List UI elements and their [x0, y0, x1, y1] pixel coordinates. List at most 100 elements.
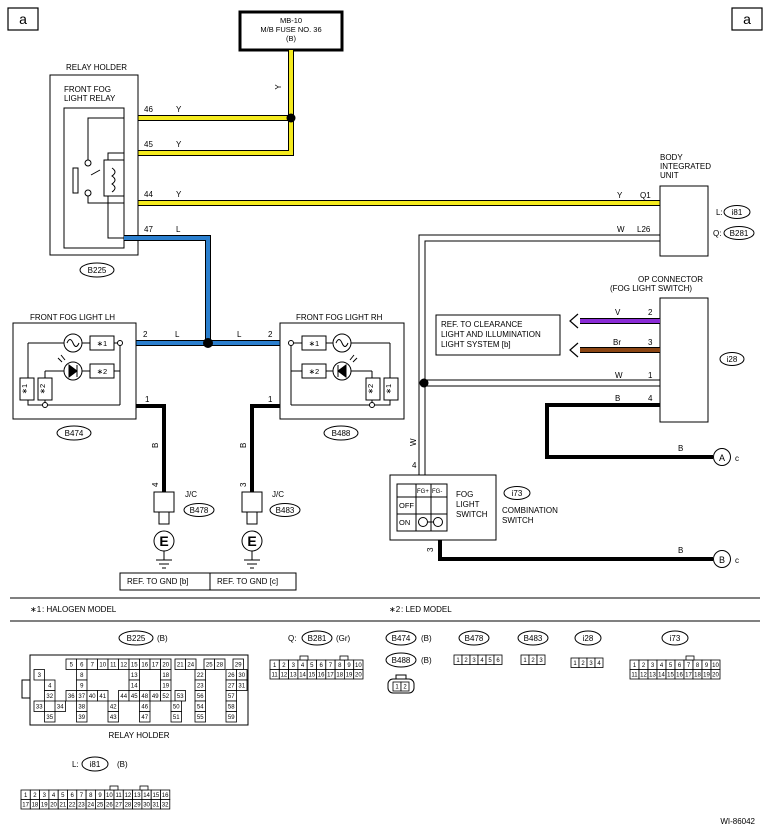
biu-pin-l26: L26 — [637, 225, 651, 234]
violet-brown-wires — [569, 313, 660, 358]
offpage-b-suffix: c — [735, 556, 739, 565]
i81-pin-21: 21 — [60, 802, 67, 808]
ref-gnd-box — [119, 572, 297, 591]
b478-label: B478 — [465, 634, 484, 643]
b225-pin-37: 37 — [78, 694, 85, 700]
relay-pin-44: 44 — [144, 190, 153, 199]
jc-rh-conn: B483 — [276, 506, 295, 515]
i73-pin-7: 7 — [687, 663, 691, 669]
b488-oval — [385, 652, 417, 668]
b225-pin-35: 35 — [46, 715, 53, 721]
b225-pin-44: 44 — [120, 694, 127, 700]
b225-pin-36: 36 — [68, 694, 75, 700]
lh-wire-b: B — [151, 443, 160, 448]
b478-pin-1: 1 — [456, 658, 460, 664]
switch-name-3: SWITCH — [456, 510, 488, 519]
b281-pin-12: 12 — [281, 672, 288, 678]
i81-pin-30: 30 — [143, 802, 150, 808]
ref-clearance-box — [435, 314, 561, 356]
relay-holder-label: RELAY HOLDER — [66, 63, 127, 72]
b225-pin-17: 17 — [152, 662, 159, 668]
rh-jc-pin: 3 — [239, 482, 248, 487]
b281-prefix: Q: — [288, 634, 296, 643]
i73-pin-15: 15 — [667, 672, 674, 678]
op-pin-4: 4 — [648, 394, 653, 403]
b474-pin-1: 1 — [395, 685, 399, 691]
i81-pin-12: 12 — [125, 793, 132, 799]
op-connector-name-1: OP CONNECTOR — [638, 275, 703, 284]
b225-pin-33: 33 — [36, 704, 43, 710]
b474-label: B474 — [392, 634, 411, 643]
ref-gnd-b: REF. TO GND [b] — [127, 577, 189, 586]
b225-pin-59: 59 — [228, 715, 235, 721]
switch-on: ON — [399, 518, 410, 527]
fuse-label-2: M/B FUSE NO. 36 — [260, 25, 321, 34]
biu-pin-q1: Q1 — [640, 191, 651, 200]
b225-pin-47: 47 — [141, 715, 148, 721]
fog-rh-conn-oval — [323, 425, 359, 441]
i81-pin-23: 23 — [78, 802, 85, 808]
fog-rh-title: FRONT FOG LIGHT RH — [296, 313, 383, 322]
i81-pin-32: 32 — [162, 802, 169, 808]
i81-pin-22: 22 — [69, 802, 76, 808]
splice-yellow — [286, 113, 296, 123]
b225-pin-22: 22 — [197, 673, 204, 679]
offpage-b: B — [719, 555, 725, 565]
biu-l-prefix: L: — [716, 208, 723, 217]
white-wires — [418, 234, 660, 475]
i81-pin-20: 20 — [50, 802, 57, 808]
jc-rh-conn-oval — [269, 503, 301, 517]
fog-rh-mark-2-v: ∗2 — [366, 384, 375, 394]
connector-key-tab — [339, 655, 349, 661]
b225-pin-21: 21 — [177, 662, 184, 668]
ref-clearance-3: LIGHT SYSTEM [b] — [441, 340, 511, 349]
switch-wire-w: W — [409, 438, 418, 446]
i73-pin-10: 10 — [712, 663, 719, 669]
i73-pin-20-cell — [710, 669, 721, 680]
i73-pin-18: 18 — [694, 672, 701, 678]
i73-label: i73 — [670, 634, 681, 643]
fog-rh-mark-1: ∗1 — [309, 339, 319, 348]
b225-pin-47-cell — [139, 711, 151, 723]
yellow-wires — [124, 50, 660, 206]
i81-pin-6: 6 — [70, 793, 74, 799]
b225-pin-55: 55 — [197, 715, 204, 721]
wire-b-a: B — [678, 444, 683, 453]
switch-conn: i73 — [512, 489, 523, 498]
switch-fg-minus: FG- — [432, 489, 442, 495]
relay-name-1: FRONT FOG — [64, 85, 111, 94]
i81-pin-28: 28 — [125, 802, 132, 808]
b474-pin-2: 2 — [403, 685, 407, 691]
connector-key-tab — [139, 785, 149, 791]
jc-rh-label: J/C — [272, 490, 284, 499]
fog-lh-mark-1: ∗1 — [97, 339, 107, 348]
b225-pin-39: 39 — [78, 715, 85, 721]
b281-pin-13: 13 — [290, 672, 297, 678]
page-marker-left — [7, 7, 39, 31]
b225-pin-25: 25 — [206, 662, 213, 668]
b225-pin-51: 51 — [173, 715, 180, 721]
b225-pin-51-cell — [170, 711, 182, 723]
b281-oval — [301, 630, 333, 646]
op-pin-3: 3 — [648, 338, 653, 347]
b225-pin-10: 10 — [99, 662, 106, 668]
i28-pin-3: 3 — [589, 661, 593, 667]
b225-pin-49: 49 — [152, 694, 159, 700]
b225-pin-57: 57 — [228, 694, 235, 700]
b225-pin-31-cell — [236, 679, 248, 691]
b225-pin-39-cell — [76, 711, 88, 723]
page-marker-left-label: a — [19, 11, 27, 27]
legend-mark-2: ∗2 — [389, 605, 401, 614]
b281-pin-8: 8 — [338, 663, 342, 669]
relay-pin-47: 47 — [144, 225, 153, 234]
b225-pin-28-cell — [214, 658, 226, 670]
fog-rh-pin-2: 2 — [268, 330, 273, 339]
b225-pin-34: 34 — [57, 704, 64, 710]
i81-pin-27: 27 — [115, 802, 122, 808]
lh-wire-l: L — [175, 330, 180, 339]
i81-pin-9: 9 — [98, 793, 102, 799]
